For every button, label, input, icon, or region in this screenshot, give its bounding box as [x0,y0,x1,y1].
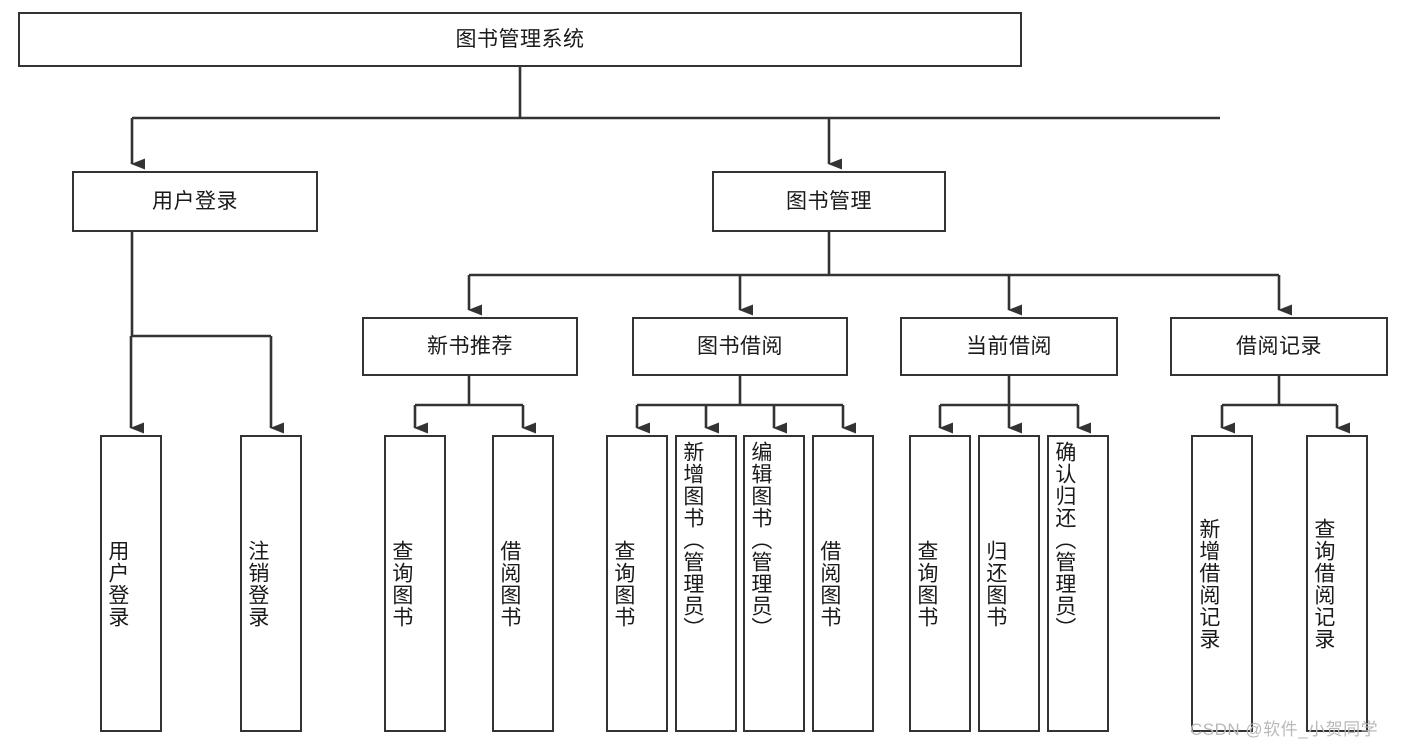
node-label: 归还图书 [983,539,1007,628]
node-book-management[interactable]: 图书管理 [712,171,946,232]
node-label: 借阅图书 [817,539,841,628]
node-label: 查询图书 [914,539,938,628]
node-book-borrow[interactable]: 图书借阅 [632,317,848,376]
node-new-book-recommend[interactable]: 新书推荐 [362,317,578,376]
leaf-add-book-admin[interactable]: 新增图书（管理员） [675,435,737,732]
leaf-add-borrow-record[interactable]: 新增借阅记录 [1191,435,1253,732]
node-user-login[interactable]: 用户登录 [72,171,318,232]
leaf-query-book-borrow[interactable]: 查询图书 [606,435,668,732]
leaf-borrow-book-recommend[interactable]: 借阅图书 [492,435,554,732]
leaf-user-login[interactable]: 用户登录 [100,435,162,732]
node-label: 借阅记录 [1236,334,1322,358]
leaf-query-borrow-record[interactable]: 查询借阅记录 [1306,435,1368,732]
node-borrow-record[interactable]: 借阅记录 [1170,317,1388,376]
leaf-return-book[interactable]: 归还图书 [978,435,1040,732]
leaf-query-book-recommend[interactable]: 查询图书 [384,435,446,732]
node-root-system[interactable]: 图书管理系统 [18,12,1022,67]
node-label: 图书管理系统 [455,27,585,51]
node-label: 查询借阅记录 [1311,517,1335,650]
node-current-borrow[interactable]: 当前借阅 [900,317,1118,376]
node-label: 查询图书 [389,539,413,628]
leaf-logout[interactable]: 注销登录 [240,435,302,732]
leaf-query-book-current[interactable]: 查询图书 [909,435,971,732]
leaf-confirm-return-admin[interactable]: 确认归还（管理员） [1047,435,1109,732]
node-label: 借阅图书 [497,539,521,628]
leaf-edit-book-admin[interactable]: 编辑图书（管理员） [743,435,805,732]
node-label: 编辑图书（管理员） [748,441,772,639]
node-label: 新书推荐 [427,334,513,358]
node-label: 查询图书 [611,539,635,628]
node-label: 图书管理 [786,189,872,213]
node-label: 用户登录 [152,189,238,213]
csdn-watermark: CSDN @软件_小贺同学 [1190,720,1379,739]
node-label: 确认归还（管理员） [1052,441,1076,639]
leaf-borrow-book[interactable]: 借阅图书 [812,435,874,732]
node-label: 用户登录 [105,539,129,628]
node-label: 新增借阅记录 [1196,517,1220,650]
node-label: 新增图书（管理员） [680,441,704,639]
node-label: 当前借阅 [966,334,1052,358]
node-label: 注销登录 [245,539,269,628]
node-label: 图书借阅 [697,334,783,358]
